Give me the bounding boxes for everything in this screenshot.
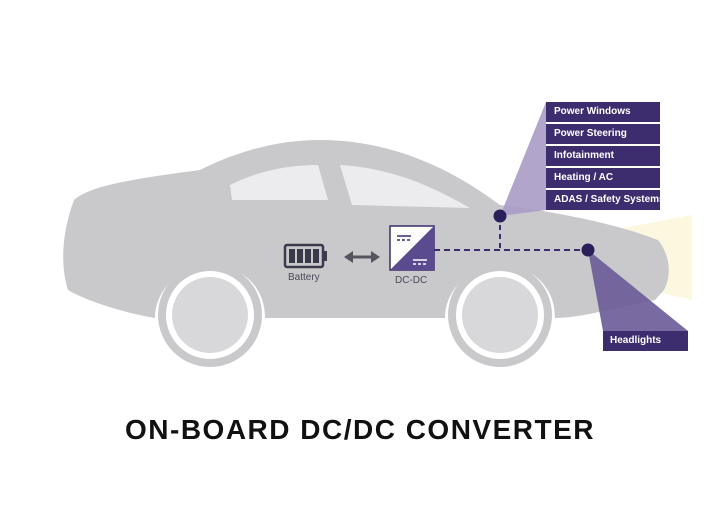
page-title: ON-BOARD DC/DC CONVERTER — [125, 414, 595, 445]
dc-dc-label: DC-DC — [395, 275, 428, 286]
load-item-heating-ac: Heating / AC — [546, 168, 660, 188]
front-wheel — [448, 263, 552, 367]
car-body — [63, 140, 669, 318]
headlights-label: Headlights — [603, 331, 688, 351]
bidirectional-arrow-icon — [344, 251, 380, 263]
front-window — [340, 165, 470, 208]
headlights-callout-cone — [588, 250, 688, 331]
headlights-node — [581, 243, 595, 257]
dc-dc-converter-icon — [389, 225, 435, 271]
rear-window — [230, 165, 328, 200]
load-item-adas: ADAS / Safety Systems — [546, 190, 665, 210]
load-item-power-windows: Power Windows — [546, 102, 660, 122]
load-item-infotainment: Infotainment — [546, 146, 660, 166]
battery-icon — [283, 243, 327, 269]
loads-node — [493, 209, 507, 223]
rear-wheel — [158, 263, 262, 367]
battery-label: Battery — [288, 272, 320, 283]
loads-callout-cone — [500, 102, 546, 216]
load-item-power-steering: Power Steering — [546, 124, 660, 144]
